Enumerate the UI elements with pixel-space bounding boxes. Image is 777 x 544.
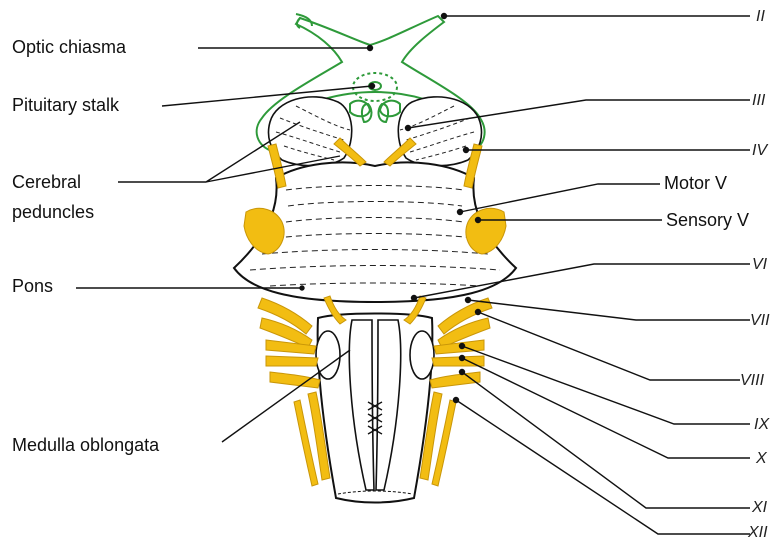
leader-VII bbox=[468, 300, 750, 320]
label-VIII: VIII bbox=[740, 370, 764, 392]
leader-X bbox=[462, 358, 750, 458]
label-X: X bbox=[756, 448, 767, 470]
label-motor-v: Motor V bbox=[664, 172, 727, 194]
label-cerebral-peduncles-line2: peduncles bbox=[12, 201, 94, 223]
label-IV: IV bbox=[752, 140, 767, 162]
label-III: III bbox=[752, 90, 765, 112]
leader-IX bbox=[462, 346, 750, 424]
cerebral-peduncles bbox=[269, 97, 482, 166]
label-sensory-v: Sensory V bbox=[666, 209, 749, 231]
label-medulla-oblongata: Medulla oblongata bbox=[12, 434, 159, 456]
label-IX: IX bbox=[754, 414, 769, 436]
label-pituitary-stalk: Pituitary stalk bbox=[12, 94, 119, 116]
leader-XI bbox=[462, 372, 750, 508]
label-XII: XII bbox=[748, 522, 768, 544]
leader-VIII bbox=[478, 312, 740, 380]
label-VI: VI bbox=[752, 254, 767, 276]
label-XI: XI bbox=[752, 497, 767, 519]
label-optic-chiasma: Optic chiasma bbox=[12, 36, 126, 58]
label-II: II bbox=[756, 6, 765, 28]
label-pons: Pons bbox=[12, 275, 53, 297]
right-cerebral-peduncle bbox=[398, 97, 481, 166]
leader-motor-v bbox=[460, 184, 660, 212]
leader-XII bbox=[456, 400, 750, 534]
left-cerebral-peduncle bbox=[269, 97, 352, 166]
olive-right bbox=[410, 331, 434, 379]
label-cerebral-peduncles-line1: Cerebral bbox=[12, 171, 81, 193]
label-VII: VII bbox=[750, 310, 770, 332]
